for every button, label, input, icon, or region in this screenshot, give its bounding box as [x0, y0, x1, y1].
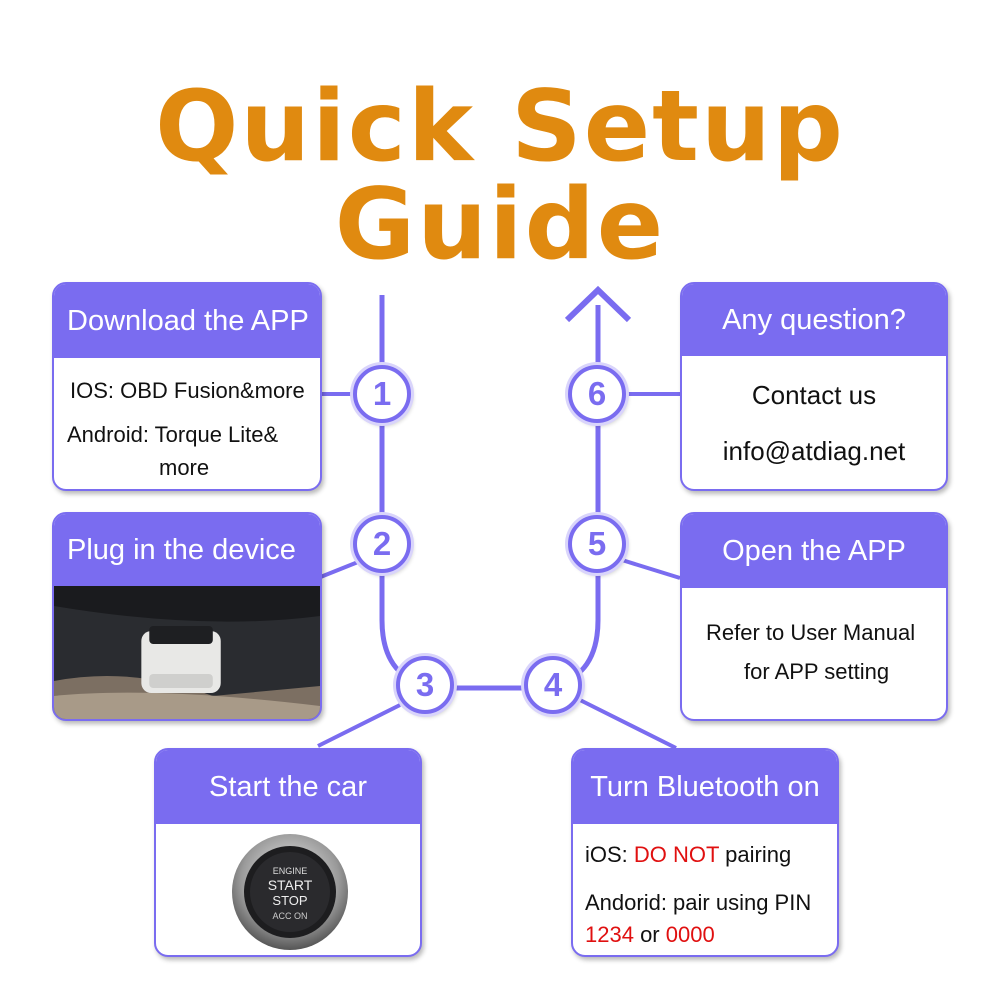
ios-warning: DO NOT — [633, 842, 720, 867]
step-4-android-line: Andorid: pair using PIN — [585, 890, 812, 915]
step-4-number: 4 — [524, 656, 582, 714]
pin-1: 1234 — [585, 922, 634, 947]
page-title: Quick Setup Guide — [155, 70, 845, 282]
step-1-heading: Download the APP — [54, 284, 320, 358]
ios-prefix: iOS: — [585, 842, 634, 867]
step-2-number: 2 — [353, 515, 411, 573]
ios-suffix: pairing — [719, 842, 792, 867]
step-4-heading: Turn Bluetooth on — [573, 750, 837, 824]
button-label-stop: STOP — [272, 893, 307, 908]
button-label-acc: ACC ON — [272, 911, 307, 921]
step-4-ios-line: iOS: DO NOT pairing — [585, 842, 791, 868]
obd-port-image — [54, 586, 320, 719]
step-6-card: Any question? Contact us info@atdiag.net — [680, 282, 948, 491]
step-4-body: iOS: DO NOT pairing Andorid: pair using … — [573, 824, 837, 955]
leader-line-3 — [317, 703, 401, 748]
step-1-line-1: IOS: OBD Fusion&more — [70, 378, 305, 403]
step-5-line-2: for APP setting — [744, 659, 890, 684]
step-1-body: IOS: OBD Fusion&more Android: Torque Lit… — [54, 358, 320, 489]
step-1-card: Download the APP IOS: OBD Fusion&more An… — [52, 282, 322, 491]
step-1-number: 1 — [353, 365, 411, 423]
arrow-head-icon — [564, 285, 632, 323]
step-2-card: Plug in the device — [52, 512, 322, 721]
leader-line-2 — [317, 560, 359, 580]
step-3-number: 3 — [396, 656, 454, 714]
step-4-pin-line: 1234 or 0000 — [585, 922, 715, 948]
step-5-card: Open the APP Refer to User Manual for AP… — [680, 512, 948, 721]
pin-or: or — [633, 922, 666, 947]
step-1-line-2: Android: Torque Lite& — [67, 422, 279, 447]
contact-label: Contact us — [751, 380, 877, 410]
step-5-line-1: Refer to User Manual — [706, 620, 916, 645]
step-3-card: Start the car ENGINE START STOP ACC ON — [154, 748, 422, 957]
flow-line — [379, 295, 601, 691]
button-label-engine: ENGINE — [273, 866, 308, 876]
step-2-photo — [54, 586, 320, 719]
leader-line-4 — [579, 698, 677, 750]
step-3-body: ENGINE START STOP ACC ON — [156, 824, 420, 955]
step-6-heading: Any question? — [682, 284, 946, 356]
step-5-number: 5 — [568, 515, 626, 573]
step-2-heading: Plug in the device — [54, 514, 320, 586]
button-label-start: START — [268, 877, 313, 893]
engine-start-button-icon: ENGINE START STOP ACC ON — [232, 834, 348, 950]
step-4-card: Turn Bluetooth on iOS: DO NOT pairing An… — [571, 748, 839, 957]
step-1-line-3: more — [159, 455, 210, 480]
step-5-heading: Open the APP — [682, 514, 946, 588]
contact-email-link[interactable]: info@atdiag.net — [722, 436, 906, 466]
pin-2: 0000 — [665, 922, 715, 947]
step-6-number: 6 — [568, 365, 626, 423]
step-5-body: Refer to User Manual for APP setting — [682, 588, 946, 719]
step-3-heading: Start the car — [156, 750, 420, 824]
step-6-body: Contact us info@atdiag.net — [682, 356, 946, 489]
leader-line-5 — [621, 558, 681, 580]
